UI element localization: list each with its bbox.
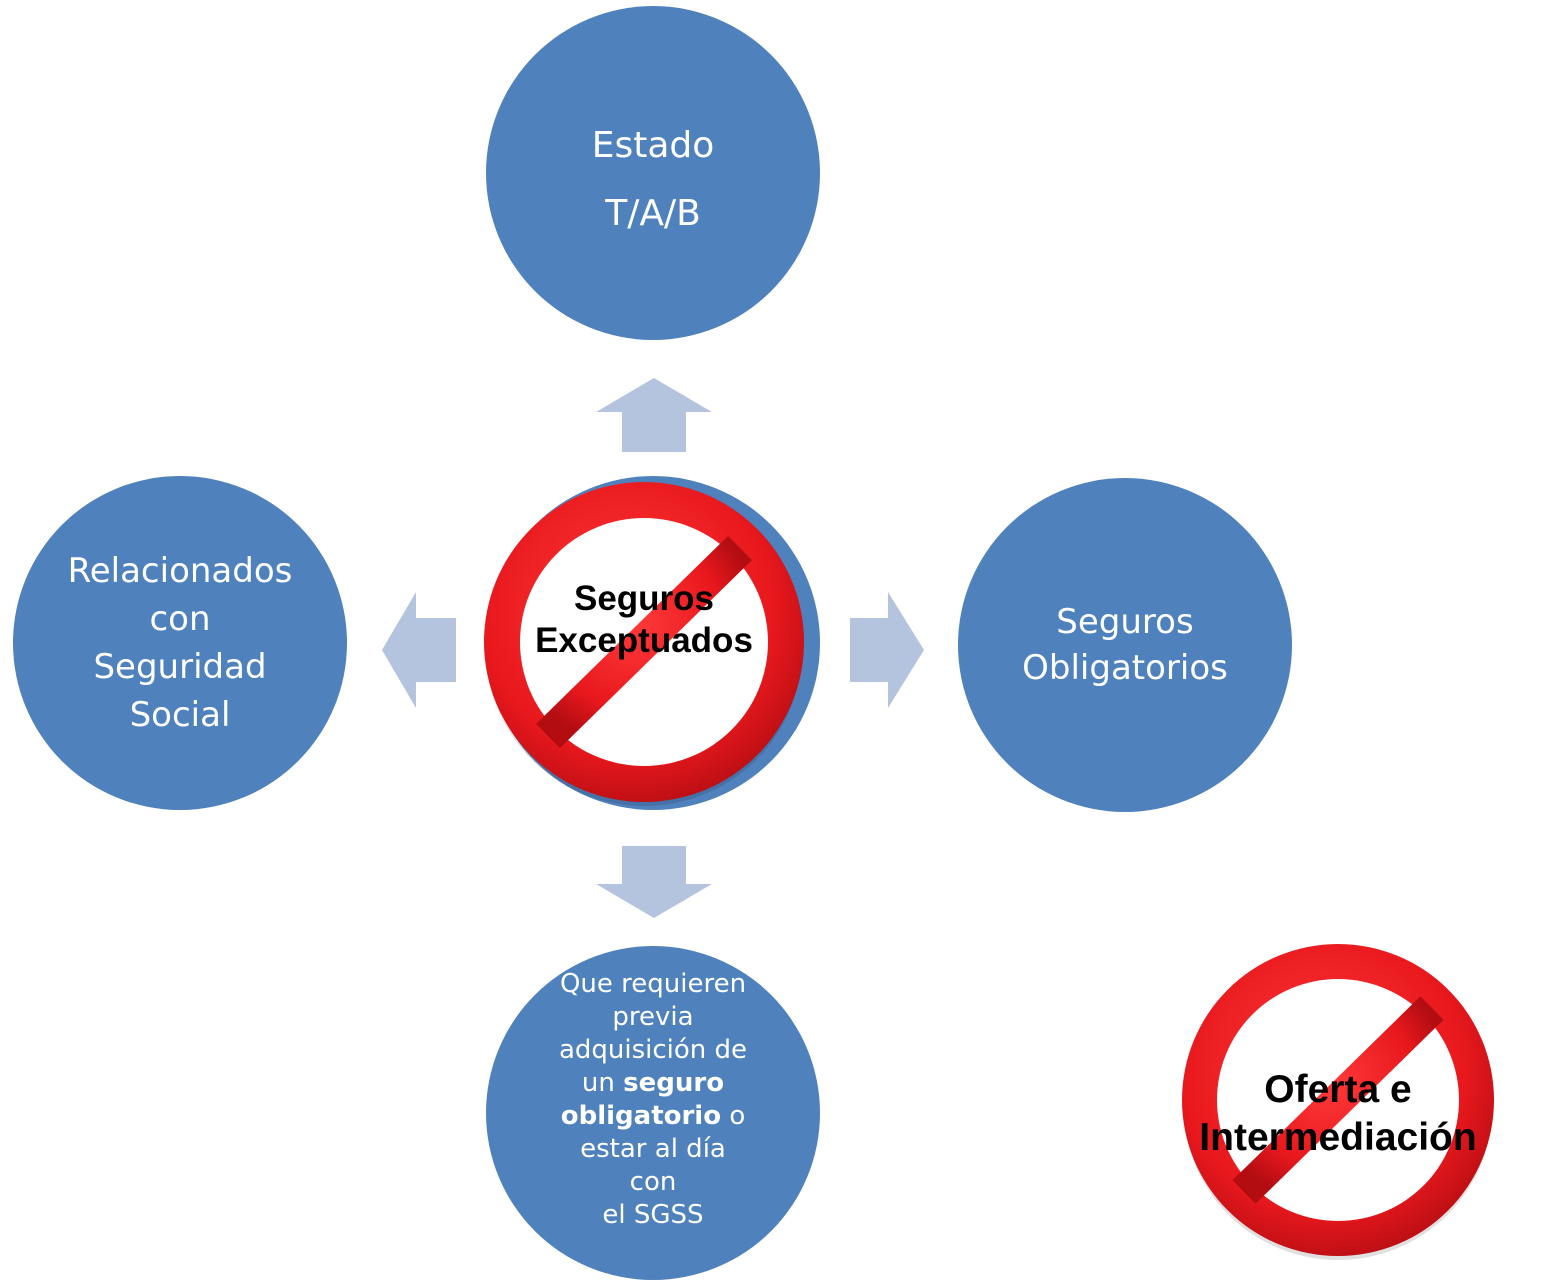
- sign-corner-line-2: Intermediación: [1199, 1116, 1477, 1159]
- node-bottom-line-6: estar al día con: [580, 1134, 726, 1197]
- node-left-line-1: Relacionados: [67, 551, 293, 591]
- prohibited-icon: [484, 482, 804, 806]
- prohibition-sign-corner: Oferta e Intermediación: [1172, 936, 1504, 1268]
- prohibited-icon: [1182, 944, 1494, 1260]
- sign-corner-line-1: Oferta e: [1264, 1068, 1412, 1111]
- node-bottom-line-1: Que requieren: [559, 969, 747, 999]
- node-bottom-line-7: el SGSS: [602, 1200, 704, 1230]
- node-previa-adquisicion: Que requieren previa adquisición de un s…: [486, 946, 820, 1280]
- node-left-line-4: Social: [129, 695, 231, 735]
- arrow-down: [596, 846, 712, 918]
- node-bottom-line-4: un seguro: [558, 1067, 748, 1100]
- node-right-line-1: Seguros: [1056, 602, 1194, 642]
- node-left-line-3: Seguridad: [93, 647, 267, 687]
- node-bottom-line-5-bold: obligatorio: [560, 1101, 722, 1131]
- arrow-left: [382, 592, 456, 708]
- node-bottom-line-4-plain: un: [581, 1068, 624, 1098]
- node-estado-subtitle: T/A/B: [605, 193, 701, 234]
- node-seguridad-social: Relacionados con Seguridad Social: [13, 476, 347, 810]
- sign-center-line-1: Seguros: [573, 579, 715, 618]
- node-bottom-line-4-bold: seguro: [623, 1068, 725, 1098]
- node-bottom-line-2: previa: [612, 1002, 694, 1032]
- sign-center-line-2: Exceptuados: [535, 621, 753, 660]
- arrow-right: [850, 592, 924, 708]
- node-estado: Estado T/A/B: [486, 6, 820, 340]
- sign-center-label: Seguros Exceptuados: [474, 578, 814, 662]
- node-bottom-line-3: adquisición de: [558, 1035, 748, 1065]
- sign-corner-label: Oferta e Intermediación: [1132, 1066, 1543, 1162]
- arrow-up: [596, 378, 712, 452]
- node-right-line-2: Obligatorios: [1022, 648, 1228, 688]
- node-estado-title: Estado: [591, 125, 715, 166]
- prohibition-sign-center: Seguros Exceptuados: [474, 474, 814, 814]
- node-bottom-line-5: obligatorio o: [558, 1100, 748, 1133]
- node-bottom-line-5-plain: o: [721, 1101, 746, 1131]
- node-left-line-2: con: [149, 599, 211, 639]
- node-seguros-obligatorios: Seguros Obligatorios: [958, 478, 1292, 812]
